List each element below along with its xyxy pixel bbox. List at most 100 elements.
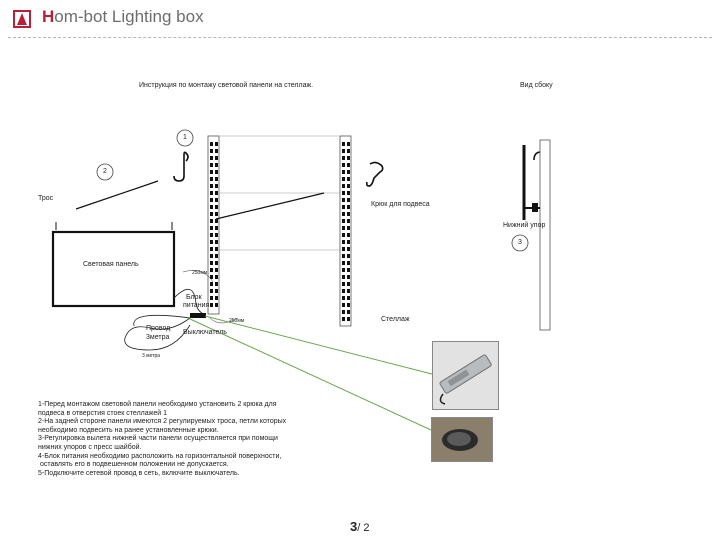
cable-loose (75, 180, 159, 210)
rack-hole (210, 184, 213, 188)
rack-hole (210, 142, 213, 146)
rack-hole (210, 149, 213, 153)
step-2-label: 2 (103, 168, 107, 175)
page-total: / 2 (357, 522, 370, 534)
wire-panel-to-psu (173, 289, 205, 315)
rack-hole (342, 205, 345, 209)
hook-label: Крюк для подвеса (371, 201, 430, 208)
wire-label-1: Провод (146, 325, 171, 332)
note-line: 4-Блок питания необходимо расположить на… (38, 452, 282, 460)
note-line: 1-Перед монтажом световой панели необход… (38, 401, 277, 408)
rack-label: Стеллаж (381, 316, 410, 323)
rack-hole (342, 170, 345, 174)
power-unit-photo (432, 341, 499, 410)
step-1-label: 1 (183, 134, 187, 141)
title-rest: om-bot Lighting box (54, 7, 204, 26)
rack-hole (342, 184, 345, 188)
dim-250-top: 250мм (192, 270, 208, 276)
rack-hole (342, 261, 345, 265)
rack-hole (215, 191, 218, 195)
rack-hole (347, 261, 350, 265)
rack-hole (210, 226, 213, 230)
header: Hom-bot Lighting box (0, 0, 720, 38)
rack-hole (347, 233, 350, 237)
page-current: 3 (350, 519, 358, 534)
power-unit-label-1: Блок (186, 294, 202, 301)
rack-hole (347, 268, 350, 272)
rack-hole (215, 177, 218, 181)
rack-holes (210, 142, 350, 321)
switch-label: Выключатель (183, 329, 227, 336)
brand-logo (12, 9, 32, 29)
rack-hole (342, 289, 345, 293)
rack-hole (342, 177, 345, 181)
rack-hole (210, 163, 213, 167)
wire-label-2: 3метра (146, 334, 170, 341)
rack-hole (347, 317, 350, 321)
rack-hole (215, 149, 218, 153)
title-initial: H (42, 7, 55, 26)
rack-hole (210, 240, 213, 244)
rack-hole (210, 233, 213, 237)
rack-hole (210, 282, 213, 286)
rack-hole (215, 233, 218, 237)
rack-hole (342, 191, 345, 195)
rack-hole (210, 198, 213, 202)
rack-hole (210, 191, 213, 195)
rack-hole (347, 142, 350, 146)
light-panel (51, 230, 176, 308)
dim-3m: 3 метра (142, 353, 161, 359)
step-3-circle (511, 234, 529, 252)
rack-hole (215, 240, 218, 244)
rack-hole (347, 198, 350, 202)
dim-250-bottom-line (209, 317, 239, 324)
rack-hole (210, 170, 213, 174)
wire-3m (124, 317, 191, 351)
note-line: подвеса в отверстия стоек стеллажей 1 (38, 409, 167, 417)
leader-to-psu-photo (204, 315, 433, 375)
dim-250-top-line (182, 270, 214, 283)
rack-hole (347, 191, 350, 195)
power-unit-body (190, 313, 206, 318)
header-divider (8, 37, 712, 38)
rack-hole (342, 317, 345, 321)
rack-hole (215, 219, 218, 223)
rack-hole (347, 219, 350, 223)
rack-hole (347, 289, 350, 293)
rack-hole (215, 226, 218, 230)
rack-hole (210, 247, 213, 251)
rack-hole (342, 163, 345, 167)
rack-hole (210, 275, 213, 279)
rack-hole (347, 205, 350, 209)
rack-hole (215, 254, 218, 258)
rack-hole (215, 212, 218, 216)
note-line: необходимо подвесить на ранее установлен… (38, 426, 219, 434)
switch-photo (431, 417, 493, 462)
rack-hole (215, 184, 218, 188)
rack-hole (215, 247, 218, 251)
note-line: нижних упоров с пресс шайбой. (38, 443, 142, 451)
rack-hole (347, 254, 350, 258)
rack-hole (347, 163, 350, 167)
rack-hole (342, 142, 345, 146)
hook-left (173, 151, 189, 182)
rack-hole (342, 226, 345, 230)
instruction-title: Инструкция по монтажу световой панели на… (139, 82, 314, 89)
rack-hole (210, 296, 213, 300)
rack-hole (342, 219, 345, 223)
rack-hole (347, 240, 350, 244)
rack-hole (342, 303, 345, 307)
rack-hole (342, 156, 345, 160)
rack-hole (342, 282, 345, 286)
rack-hole (347, 226, 350, 230)
rack-hole (210, 289, 213, 293)
power-unit-label-2: питания (183, 302, 210, 309)
note-line: 5-Подключите сетевой провод в сеть, вклю… (38, 469, 240, 477)
rack-hole (210, 219, 213, 223)
rack-hole (347, 303, 350, 307)
rack-hole (215, 282, 218, 286)
rack-hole (210, 156, 213, 160)
rack-hole (210, 177, 213, 181)
page-title: Hom-bot Lighting box (42, 7, 204, 27)
